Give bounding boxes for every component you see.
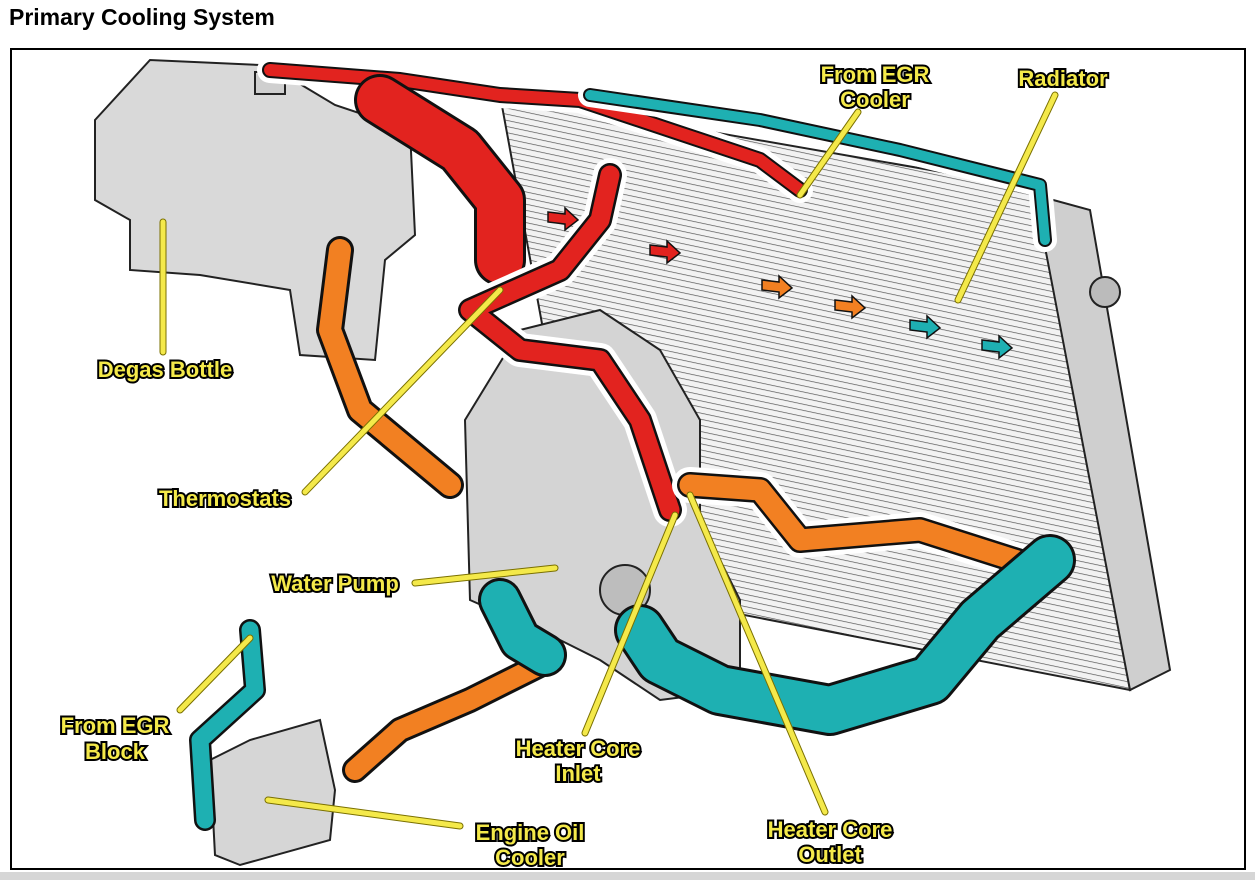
cool-hoses: [189, 83, 1076, 831]
label-from-egr-cooler-line1: From EGR: [821, 62, 930, 87]
label-from-egr-cooler-line2: Cooler: [840, 87, 910, 112]
label-degas-bottle: Degas Bottle: [98, 357, 232, 382]
label-heater-core-outlet-line2: Outlet: [798, 842, 862, 867]
page-title: Primary Cooling System: [9, 4, 275, 30]
label-water-pump: Water Pump: [271, 571, 399, 596]
label-from-egr-block-line2: Block: [85, 739, 146, 764]
label-heater-core-inlet-line2: Inlet: [555, 761, 601, 786]
label-radiator: Radiator: [1018, 66, 1108, 91]
warm-hoses: [316, 236, 1048, 783]
label-heater-core-outlet-line1: Heater Core: [768, 817, 893, 842]
leader-lines: [159, 91, 1059, 830]
flow-arrow: [649, 239, 682, 265]
label-thermostats: Thermostats: [159, 486, 291, 511]
flow-arrow: [547, 206, 580, 232]
bottom-strip: [0, 872, 1255, 880]
label-engine-oil-cooler-line1: Engine Oil: [476, 820, 585, 845]
flow-arrow: [761, 274, 794, 300]
flow-arrow: [834, 294, 867, 320]
label-from-egr-block-line1: From EGR: [61, 713, 170, 738]
flow-arrow: [981, 334, 1014, 360]
labels: From EGR Cooler Radiator Degas Bottle Th…: [59, 60, 1110, 872]
label-heater-core-inlet-line1: Heater Core: [516, 736, 641, 761]
label-engine-oil-cooler-line2: Cooler: [495, 845, 565, 870]
flow-arrow: [909, 314, 942, 340]
flow-arrows: [547, 206, 1014, 360]
engine-oil-cooler: [208, 718, 337, 867]
